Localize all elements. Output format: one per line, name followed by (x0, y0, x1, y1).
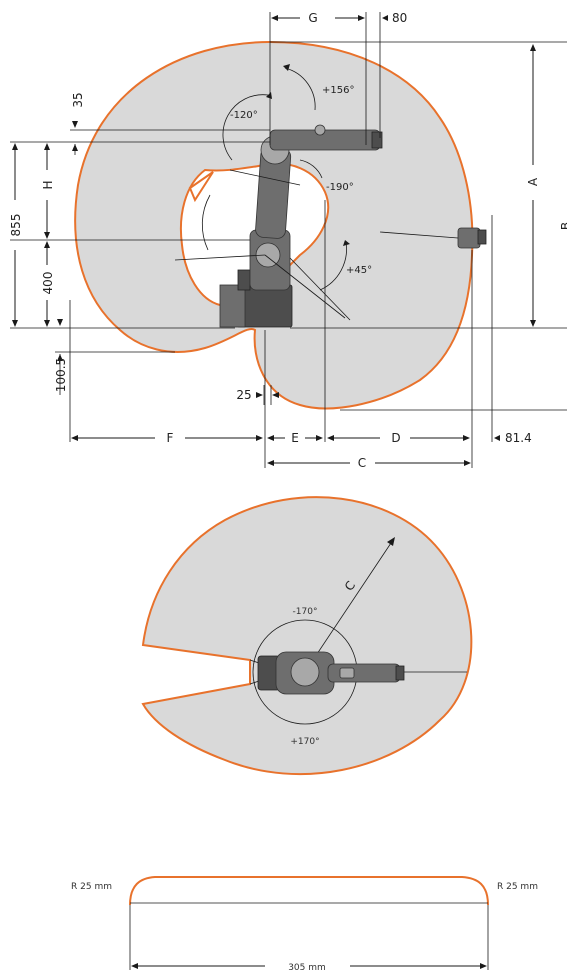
label-C-side: C (358, 456, 366, 470)
side-dimensions (10, 12, 567, 468)
top-work-envelope (141, 496, 473, 776)
label-F: F (167, 431, 174, 445)
base-profile: R 25 mm R 25 mm 305 mm (71, 876, 538, 973)
label-25: 25 (236, 388, 251, 402)
label-D: D (391, 431, 400, 445)
side-left-notch (188, 171, 214, 203)
top-view: C -170° +170° (141, 496, 473, 776)
side-robot (174, 124, 487, 328)
angle-minus-170: -170° (293, 607, 318, 617)
top-robot (257, 651, 405, 695)
label-100-5: 100.5 (54, 358, 68, 392)
angle-minus-120: -120° (230, 110, 258, 121)
angle-plus-170: +170° (290, 737, 319, 747)
base-radius-left: R 25 mm (71, 882, 112, 892)
label-400: 400 (41, 272, 55, 295)
side-text-labels: G 80 A B 35 H 855 400 100.5 25 F E D 81.… (9, 11, 567, 470)
base-radius-right: R 25 mm (497, 882, 538, 892)
label-A: A (526, 177, 540, 186)
label-E: E (291, 431, 299, 445)
side-angle-arcs (201, 64, 350, 291)
label-81-4: 81.4 (505, 431, 532, 445)
label-G: G (308, 11, 317, 25)
angle-plus-156: +156° (322, 85, 354, 96)
label-H: H (41, 180, 55, 189)
base-outline (129, 876, 489, 906)
label-35: 35 (71, 92, 85, 107)
angle-minus-190: -190° (326, 182, 354, 193)
angle-plus-45: +45° (346, 265, 372, 276)
base-width-label: 305 mm (288, 963, 326, 973)
side-view: G 80 A B 35 H 855 400 100.5 25 F E D 81.… (9, 11, 567, 470)
label-B: B (559, 222, 567, 230)
label-80: 80 (392, 11, 407, 25)
label-855: 855 (9, 214, 23, 237)
